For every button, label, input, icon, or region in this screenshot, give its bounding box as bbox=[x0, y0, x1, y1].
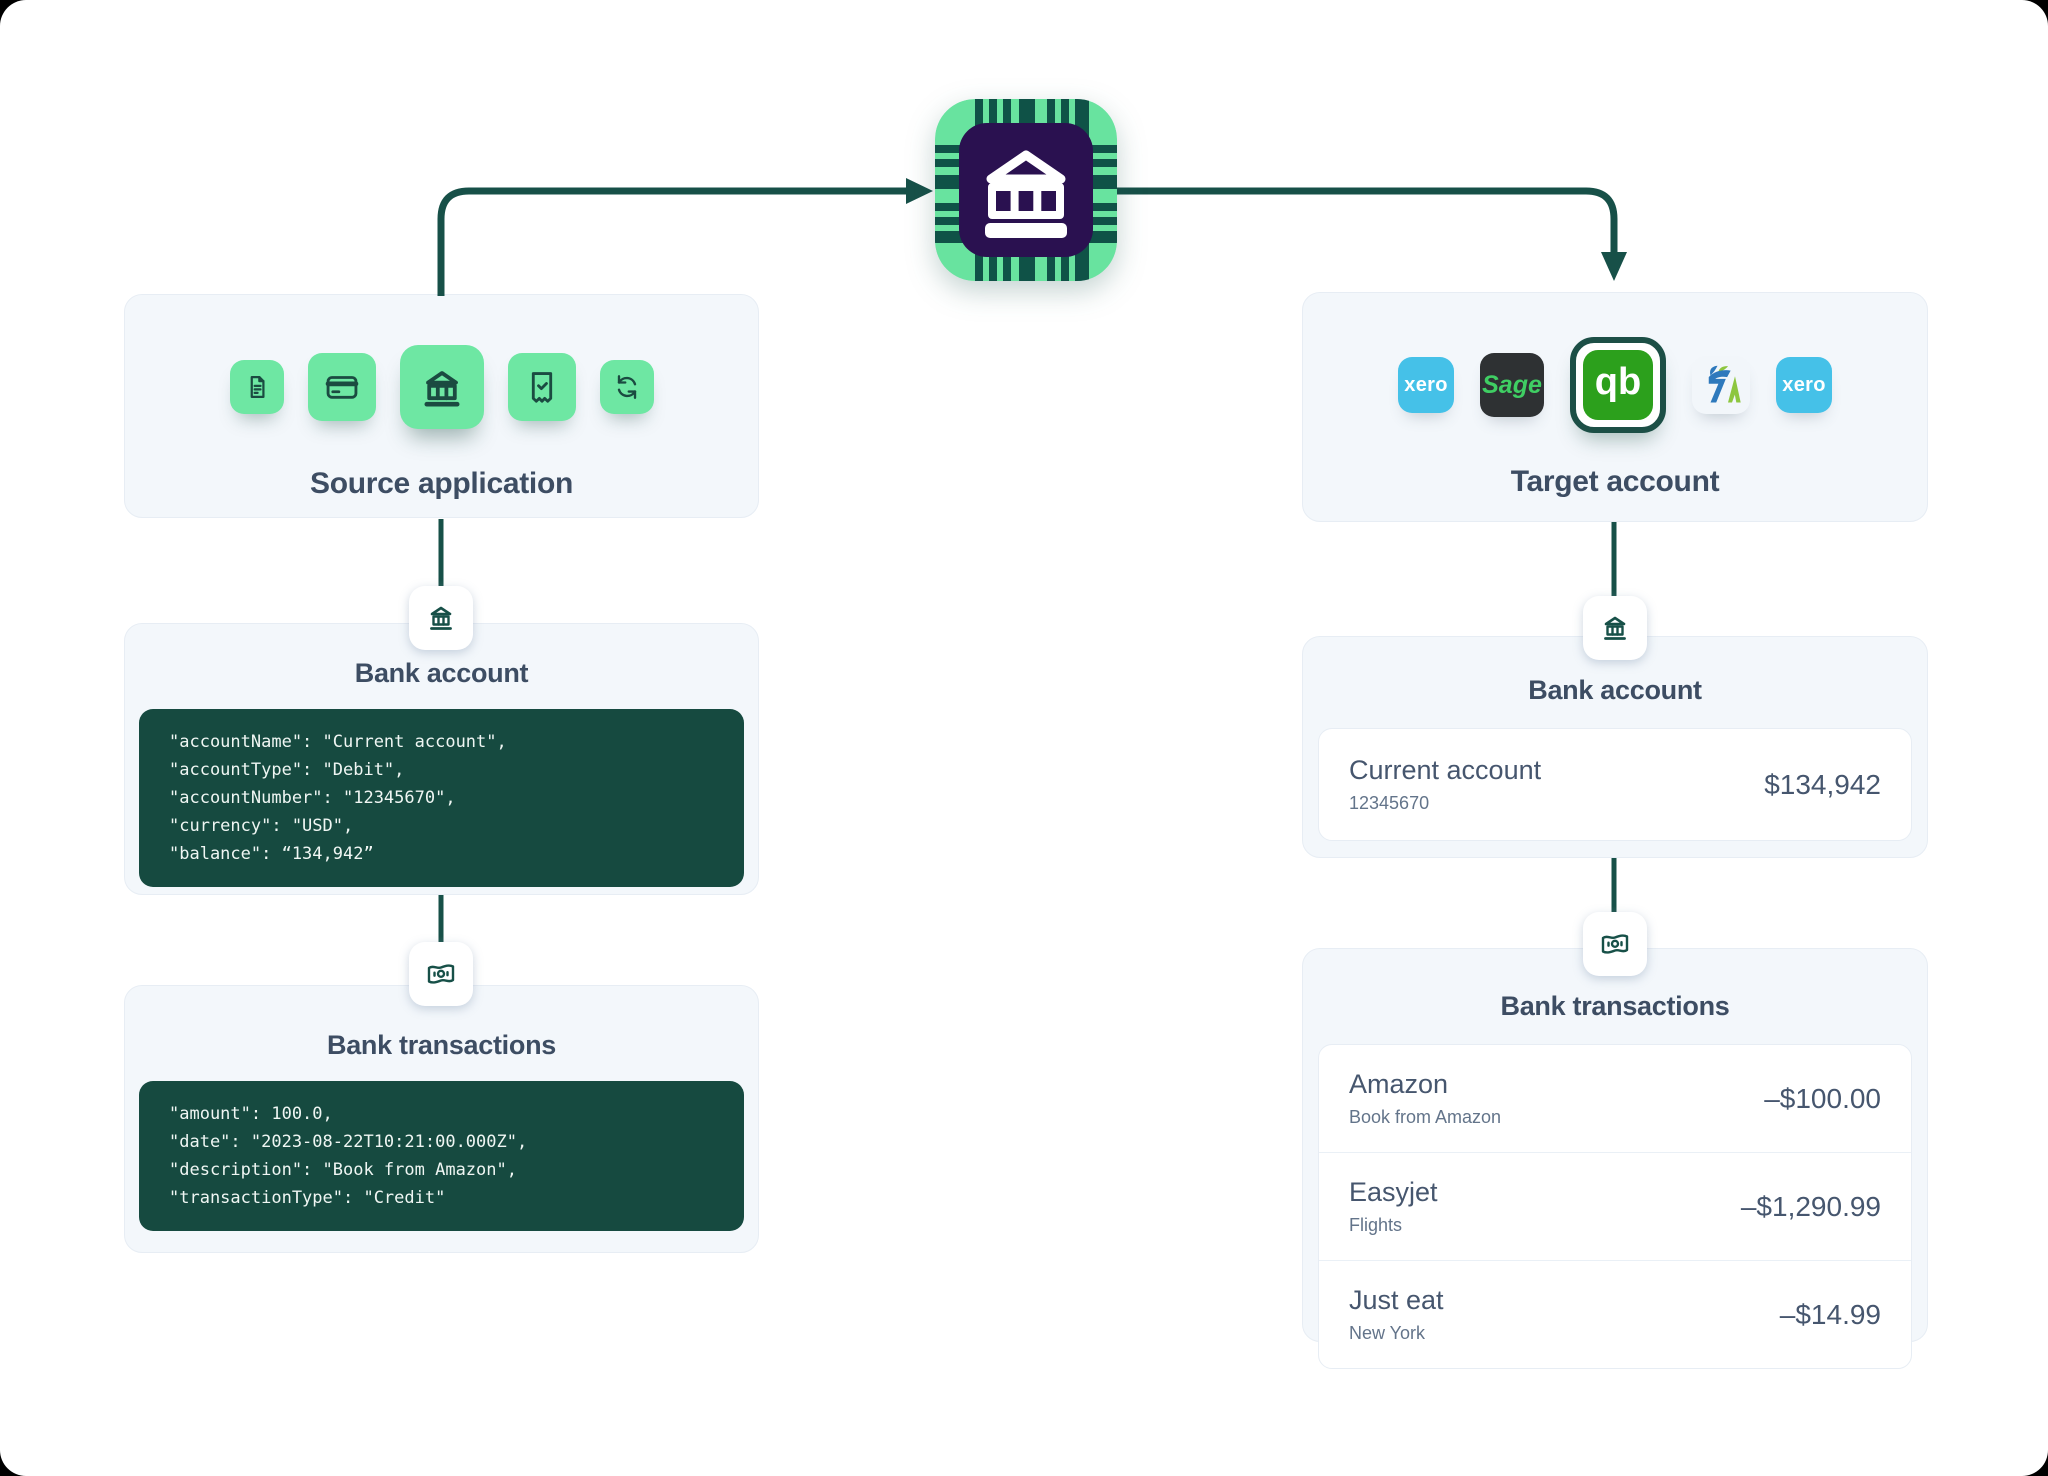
left-bank-account-title: Bank account bbox=[354, 658, 529, 688]
target-logos-row: xero Sage qb xero bbox=[1398, 337, 1832, 433]
banknote-badge-icon bbox=[409, 942, 473, 1006]
code-line: "accountNumber": "12345670", bbox=[169, 788, 456, 808]
transaction-amount: –$14.99 bbox=[1779, 1298, 1881, 1330]
bank-badge-icon bbox=[1583, 596, 1647, 660]
target-panel-title: Target account bbox=[1510, 465, 1720, 498]
code-line: "currency": "USD", bbox=[169, 816, 354, 836]
code-line: "balance": “134,942” bbox=[169, 844, 374, 864]
transaction-row: Just eat New York –$14.99 bbox=[1319, 1260, 1911, 1368]
transaction-row: Amazon Book from Amazon –$100.00 bbox=[1319, 1045, 1911, 1152]
bank-transactions-code-block: "amount": 100.0, "date": "2023-08-22T10:2… bbox=[139, 1081, 744, 1231]
source-application-panel: Source application bbox=[124, 294, 759, 518]
transaction-amount: –$100.00 bbox=[1764, 1082, 1881, 1114]
credit-card-icon bbox=[307, 353, 376, 421]
source-icons-row bbox=[229, 345, 654, 429]
account-card: Current account 12345670 $134,942 bbox=[1318, 728, 1912, 841]
left-bank-account-panel: Bank account "accountName": "Current acc… bbox=[124, 623, 759, 895]
bank-account-code-block: "accountName": "Current account", "accoun… bbox=[139, 709, 744, 887]
xero-logo: xero bbox=[1398, 357, 1454, 413]
quickbooks-logo: qb bbox=[1583, 350, 1653, 420]
account-number: 12345670 bbox=[1349, 793, 1430, 813]
right-bank-account-title: Bank account bbox=[1528, 675, 1702, 705]
sync-icon bbox=[599, 360, 654, 414]
xero-logo: xero bbox=[1776, 357, 1832, 413]
transaction-merchant: Just eat bbox=[1349, 1285, 1444, 1315]
transactions-card: Amazon Book from Amazon –$100.00 Easyjet… bbox=[1318, 1044, 1912, 1369]
code-line: "accountType": "Debit", bbox=[169, 760, 405, 780]
transaction-detail: Book from Amazon bbox=[1349, 1107, 1502, 1127]
transaction-detail: New York bbox=[1349, 1323, 1426, 1343]
transaction-row: Easyjet Flights –$1,290.99 bbox=[1319, 1152, 1911, 1260]
bank-icon bbox=[399, 345, 484, 429]
code-line: "description": "Book from Amazon", bbox=[169, 1160, 517, 1180]
receipt-check-icon bbox=[507, 353, 576, 421]
transaction-merchant: Easyjet bbox=[1349, 1177, 1438, 1207]
transaction-detail: Flights bbox=[1349, 1215, 1403, 1235]
source-panel-title: Source application bbox=[310, 467, 573, 500]
transaction-amount: –$1,290.99 bbox=[1740, 1190, 1881, 1222]
left-bank-transactions-panel: Bank transactions "amount": 100.0, "date"… bbox=[124, 985, 759, 1253]
right-bank-transactions-title: Bank transactions bbox=[1500, 991, 1730, 1021]
code-line: "date": "2023-08-22T10:21:00.000Z", bbox=[169, 1132, 528, 1152]
freeagent-logo bbox=[1692, 356, 1750, 414]
bank-chip-icon bbox=[935, 99, 1117, 281]
document-icon bbox=[229, 360, 284, 414]
left-bank-transactions-title: Bank transactions bbox=[327, 1030, 556, 1060]
bank-badge-icon bbox=[409, 586, 473, 650]
quickbooks-logo-ring: qb bbox=[1570, 337, 1666, 433]
banknote-badge-icon bbox=[1583, 912, 1647, 976]
transaction-merchant: Amazon bbox=[1349, 1069, 1449, 1099]
right-bank-transactions-panel: Bank transactions Amazon Book from Amazo… bbox=[1302, 948, 1928, 1369]
target-account-panel: xero Sage qb xero Targ bbox=[1302, 292, 1928, 522]
account-row: Current account 12345670 $134,942 bbox=[1319, 729, 1911, 840]
account-name: Current account bbox=[1349, 755, 1542, 785]
code-line: "transactionType": "Credit" bbox=[169, 1188, 446, 1208]
account-balance: $134,942 bbox=[1764, 768, 1881, 800]
right-bank-account-panel: Bank account Current account 12345670 $1… bbox=[1302, 636, 1928, 858]
code-line: "amount": 100.0, bbox=[169, 1104, 333, 1124]
code-line: "accountName": "Current account", bbox=[169, 732, 507, 752]
sage-logo: Sage bbox=[1480, 353, 1544, 417]
